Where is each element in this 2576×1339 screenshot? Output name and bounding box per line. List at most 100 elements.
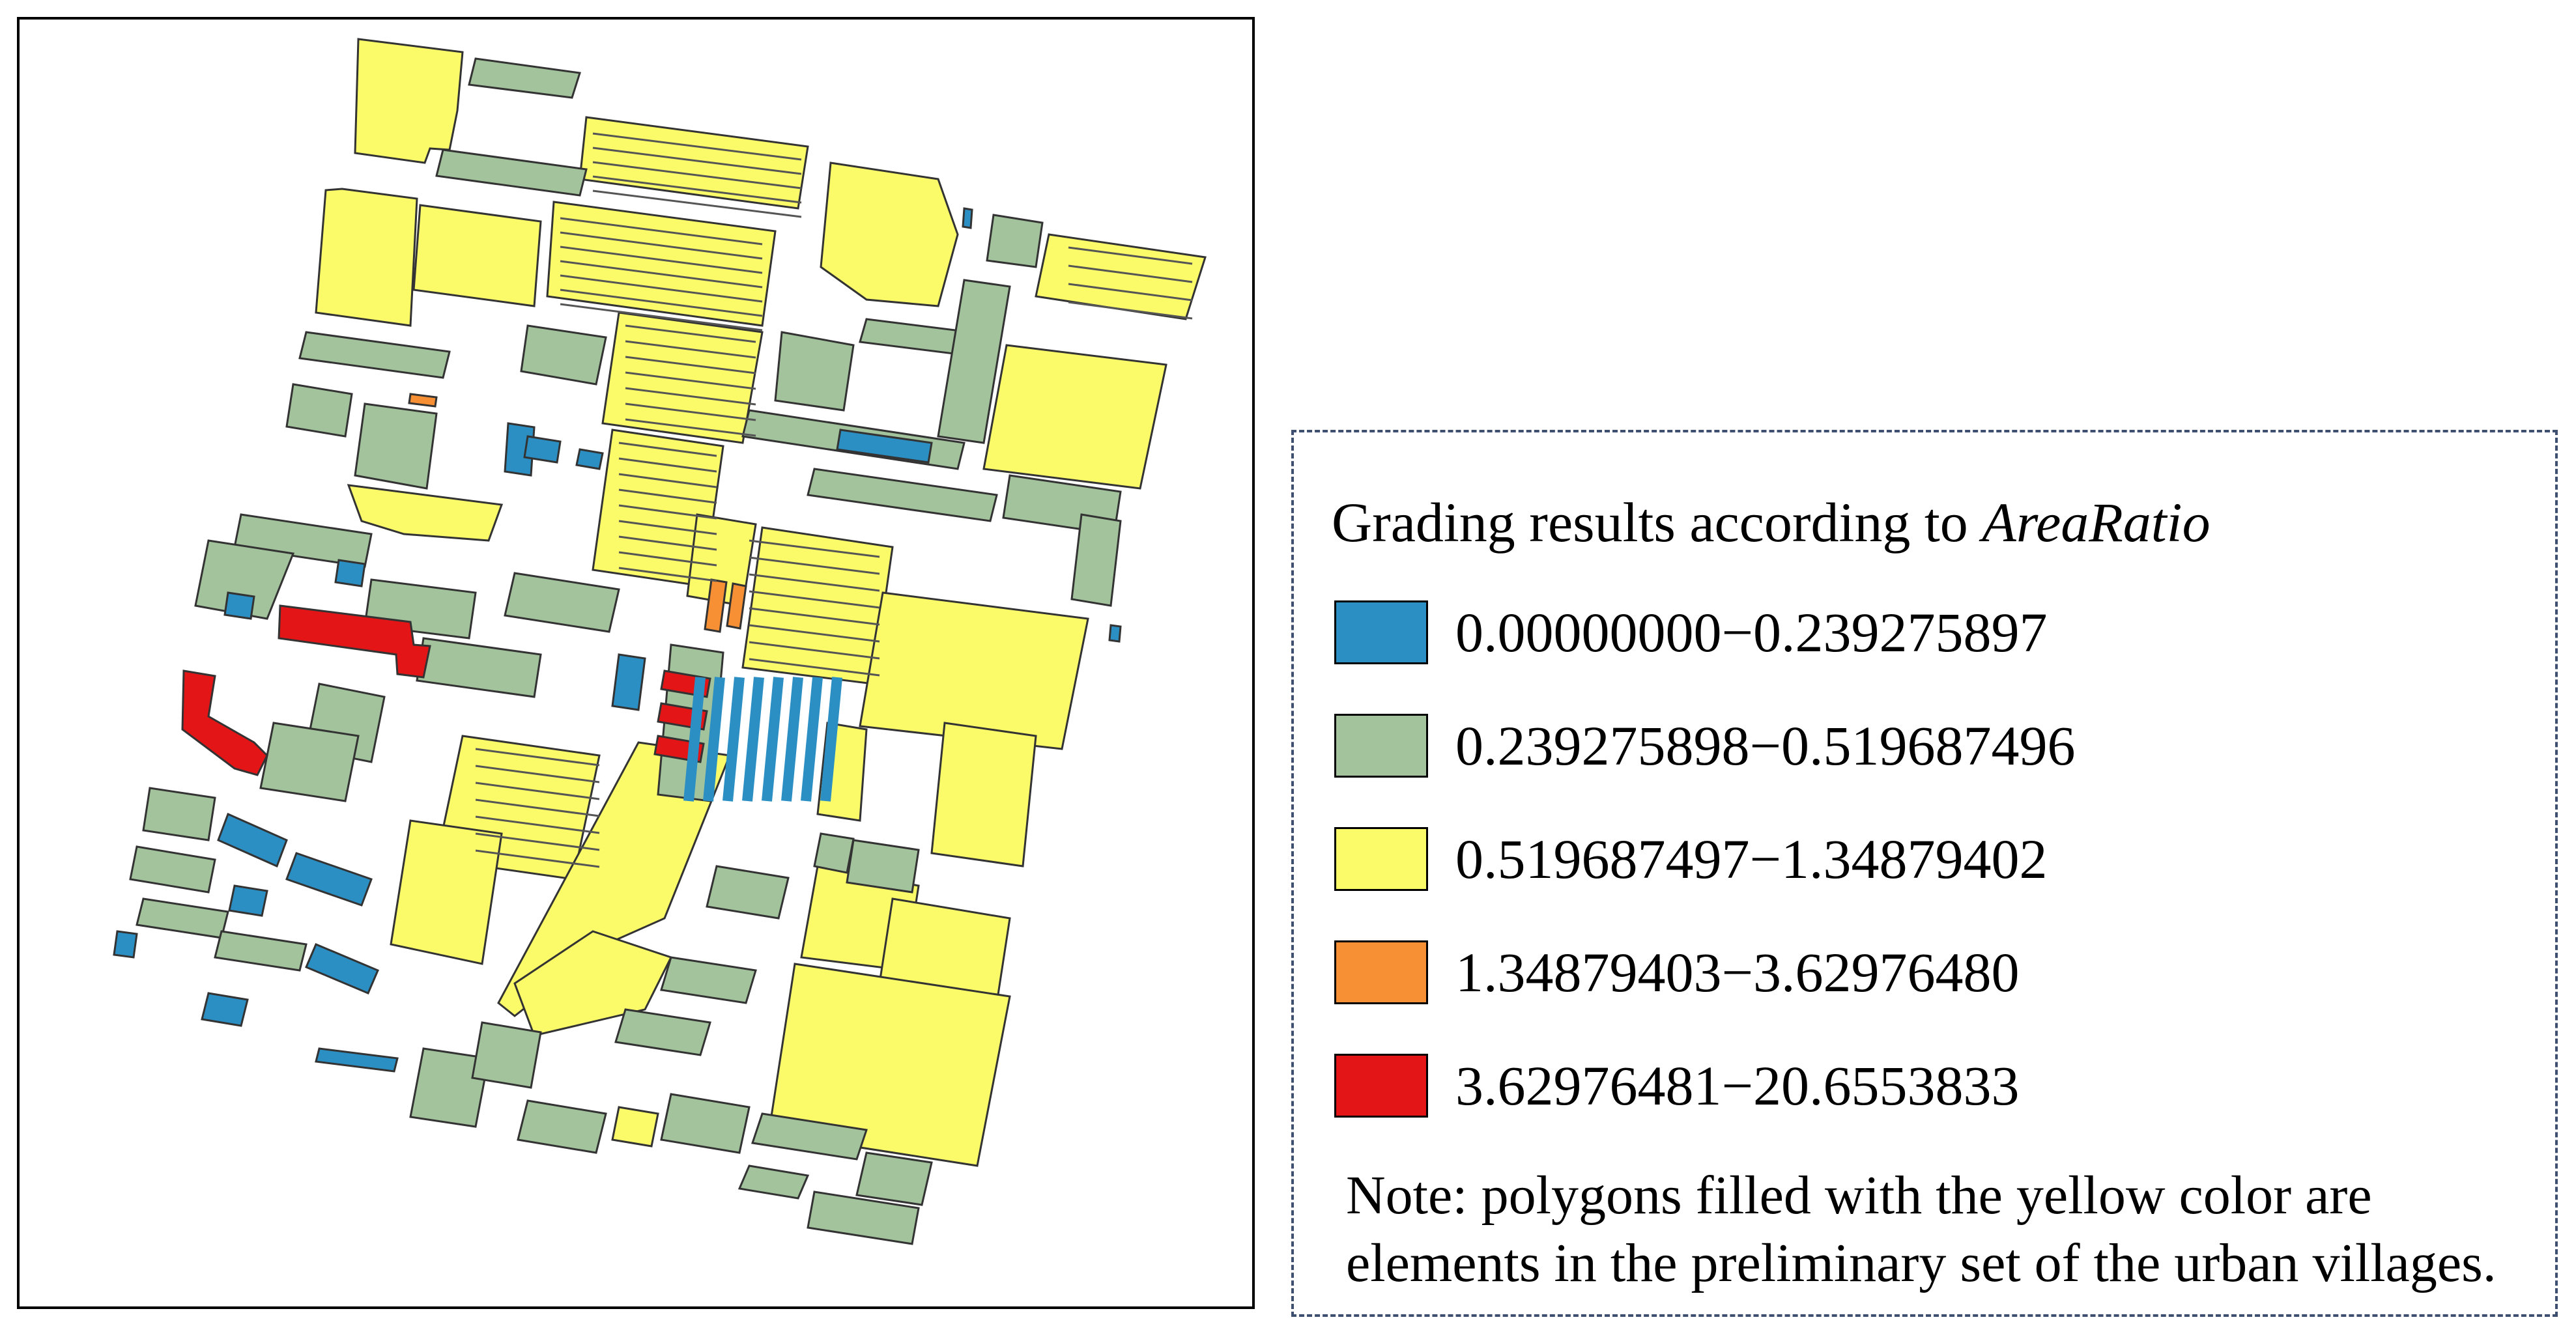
legend-range-label: 3.62976481−20.6553833: [1455, 1054, 2020, 1117]
block-polygon: [751, 1112, 868, 1161]
block-polygon: [408, 393, 438, 408]
building-stripe: [1068, 301, 1193, 320]
building-stripe: [625, 340, 756, 359]
building-stripe: [560, 246, 763, 274]
building-stripe: [625, 371, 756, 390]
building-stripe: [592, 175, 802, 204]
block-polygon: [611, 1106, 659, 1148]
block-polygon: [513, 930, 673, 1037]
block-polygon: [285, 383, 353, 438]
block-polygon: [194, 539, 295, 620]
legend-swatch-green: [1334, 714, 1428, 778]
block-polygon: [517, 1099, 607, 1154]
block-polygon: [579, 116, 809, 210]
building-stripe: [749, 539, 880, 558]
building-stripe: [475, 782, 600, 800]
block-polygon: [390, 819, 503, 965]
building-stripe: [625, 387, 756, 406]
building-stripe: [560, 303, 763, 331]
block-polygon: [129, 845, 216, 894]
legend-range-label: 0.519687497−1.34879402: [1455, 828, 2048, 890]
block-polygon: [660, 1093, 751, 1154]
building-stripe: [560, 289, 763, 317]
building-stripe: [618, 473, 717, 488]
building-stripe: [618, 567, 717, 582]
legend-range-label: 0.239275898−0.519687496: [1455, 714, 2076, 777]
block-stripes: [475, 132, 1193, 868]
building-stripe: [475, 798, 600, 817]
building-stripe: [762, 677, 784, 802]
building-stripe: [625, 418, 756, 437]
building-stripe: [1068, 264, 1193, 283]
block-polygon: [285, 852, 373, 907]
legend-range-label: 0.00000000−0.239275897: [1455, 601, 2048, 664]
block-polygon: [1108, 624, 1122, 643]
legend-item: 0.239275898−0.519687496: [1334, 714, 2533, 783]
building-stripe: [475, 849, 600, 868]
building-stripe: [618, 520, 717, 535]
block-polygon: [278, 604, 431, 679]
block-polygon: [820, 162, 959, 307]
building-stripe: [560, 274, 763, 303]
legend-title-emphasis: AreaRatio: [1982, 491, 2211, 554]
building-stripe: [592, 161, 802, 190]
building-stripe: [749, 590, 880, 609]
map-frame: [17, 17, 1255, 1309]
block-polygons: [113, 38, 1207, 1245]
block-polygon: [136, 897, 229, 939]
block-polygon: [737, 1164, 810, 1200]
block-polygon: [228, 884, 268, 917]
legend-box: Grading results according to AreaRatio 0…: [1291, 430, 2558, 1317]
block-polygon: [611, 653, 646, 711]
building-stripe: [475, 832, 600, 851]
block-polygon: [142, 787, 216, 841]
building-stripe: [618, 488, 717, 504]
block-polygon: [468, 57, 581, 99]
legend-item: 0.519687497−1.34879402: [1334, 827, 2533, 896]
block-polygon: [223, 591, 255, 620]
block-polygon: [435, 148, 588, 197]
block-polygon: [471, 1021, 542, 1089]
building-stripe: [618, 442, 717, 457]
building-stripe: [592, 147, 802, 175]
building-stripe: [683, 677, 706, 802]
building-stripe: [801, 677, 823, 802]
block-polygon: [706, 865, 790, 920]
block-polygon: [614, 1008, 711, 1056]
building-stripe: [749, 624, 880, 643]
building-stripe: [749, 556, 880, 575]
block-polygon: [660, 956, 757, 1004]
block-polygon: [836, 429, 933, 464]
legend-swatch-orange: [1334, 940, 1428, 1004]
building-stripe: [820, 677, 842, 802]
block-polygon: [520, 324, 607, 386]
block-polygon: [1070, 513, 1122, 607]
block-polygon: [113, 930, 138, 959]
building-stripe: [592, 190, 802, 218]
block-polygon: [523, 435, 562, 464]
building-stripe: [723, 677, 745, 802]
building-stripe: [475, 815, 600, 834]
building-stripe: [625, 402, 756, 421]
building-stripe: [618, 457, 717, 473]
building-stripe: [781, 677, 803, 802]
block-polygon: [409, 1047, 490, 1128]
block-polygon: [767, 963, 1011, 1167]
block-polygon: [601, 311, 764, 444]
building-stripe: [618, 551, 717, 567]
block-polygon: [305, 943, 379, 994]
building-stripe: [618, 535, 717, 551]
block-polygon: [412, 204, 542, 307]
building-stripe: [560, 217, 763, 246]
building-stripe: [749, 641, 880, 660]
legend-range-label: 1.34879403−3.62976480: [1455, 941, 2020, 1004]
building-stripe: [703, 677, 725, 802]
block-polygon: [214, 930, 308, 972]
building-stripe: [749, 607, 880, 626]
building-stripe: [625, 324, 756, 343]
block-polygon: [807, 468, 998, 522]
building-stripe: [475, 765, 600, 783]
block-polygon: [807, 1191, 920, 1245]
block-polygon: [416, 637, 542, 698]
block-polygon: [354, 38, 464, 164]
